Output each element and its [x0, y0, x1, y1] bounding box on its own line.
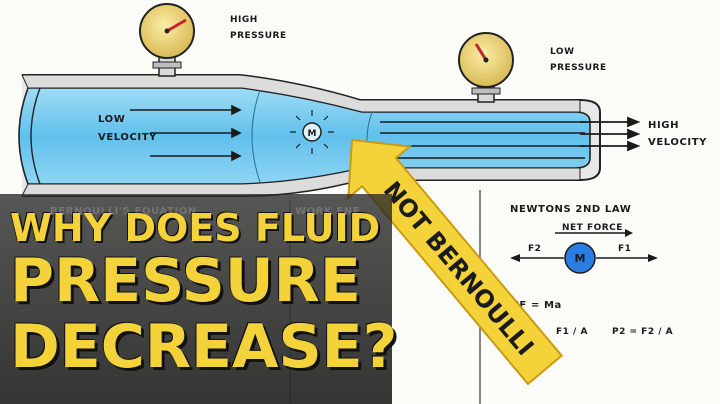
- gauge-needle-high: [166, 18, 187, 33]
- particle-mass-label: M: [308, 129, 317, 139]
- narrow-flow-lines: [380, 121, 585, 159]
- low-pressure-label-1: LOW: [550, 47, 575, 57]
- force-f2-label: F2: [528, 244, 541, 254]
- high-pressure-label-2: PRESSURE: [230, 31, 287, 41]
- low-velocity-arrows: [130, 104, 242, 162]
- low-velocity-label-1: LOW: [98, 114, 125, 125]
- newton-title: NEWTONS 2ND LAW: [510, 204, 631, 215]
- low-pressure-gauge: [458, 32, 514, 103]
- newton-net-force: NET FORCE: [562, 223, 623, 233]
- high-pressure-gauge: [139, 3, 195, 77]
- low-pressure-label-2: PRESSURE: [550, 63, 607, 73]
- force-f1-label: F1: [618, 244, 631, 254]
- newton-eq3: P2 = F2 / A: [612, 327, 673, 337]
- pipe-left-curve: [30, 87, 41, 185]
- high-pressure-label-1: HIGH: [230, 15, 258, 25]
- newton-panel: NEWTONS 2ND LAW NET FORCE F2 F1 M ΣF = M…: [510, 204, 673, 337]
- headline-line-3: DECREASE?: [10, 312, 398, 382]
- mass-ball-label: M: [575, 252, 586, 265]
- newton-eq2: F1 / A: [556, 327, 588, 337]
- high-velocity-arrows: [580, 116, 641, 152]
- high-velocity-label-2: VELOCITY: [648, 137, 707, 148]
- gauge-needle-low: [474, 43, 488, 61]
- pipe-mid-curve: [251, 89, 261, 183]
- mass-ball: [564, 242, 596, 274]
- faded-bernoulli-note: BERNOULLI'S EQUATION: [50, 206, 197, 217]
- high-velocity-label-1: HIGH: [648, 120, 679, 131]
- faded-work-energy-note: WORK ENE: [295, 206, 361, 217]
- headline-banner: BERNOULLI'S EQUATION WORK ENE WHY DOES F…: [0, 194, 398, 404]
- fluid-particle: M: [290, 110, 334, 154]
- newton-eq1: ΣF = Ma: [512, 300, 562, 311]
- pipe-wall-hatch: [21, 74, 581, 113]
- headline-line-2: PRESSURE: [10, 246, 361, 316]
- low-velocity-label-2: VELOCITY: [98, 132, 157, 143]
- headline-line-1: WHY DOES FLUID: [10, 206, 381, 250]
